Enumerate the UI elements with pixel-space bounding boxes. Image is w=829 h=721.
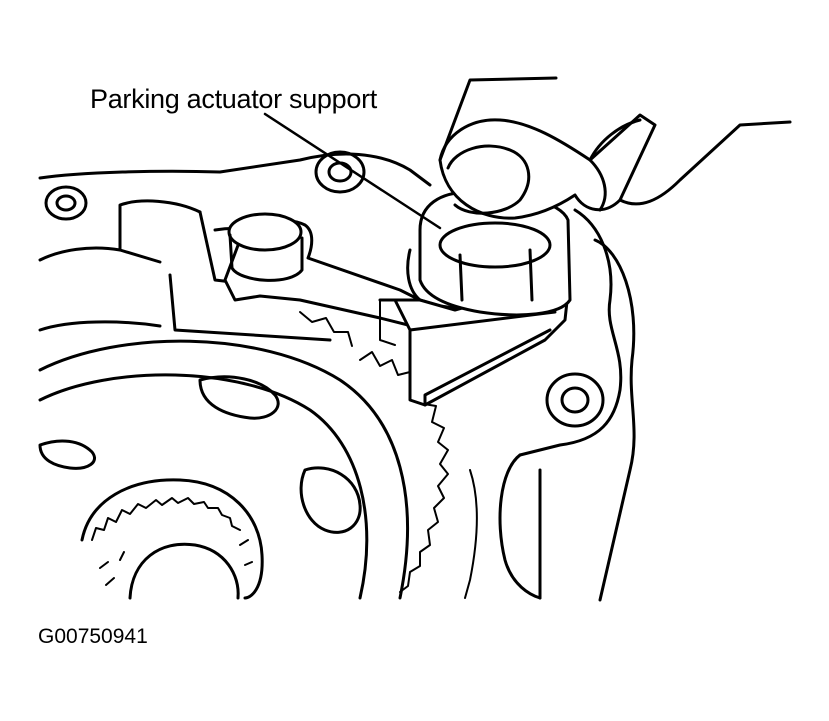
hand bbox=[438, 76, 792, 220]
figure-code: G00750941 bbox=[38, 625, 148, 648]
splined-hub bbox=[80, 478, 264, 600]
callout-leader-line bbox=[263, 112, 442, 230]
parking-gear bbox=[38, 311, 449, 600]
parking-actuator-support-label: Parking actuator support bbox=[90, 84, 377, 114]
housing-bolt-holes bbox=[44, 150, 605, 428]
